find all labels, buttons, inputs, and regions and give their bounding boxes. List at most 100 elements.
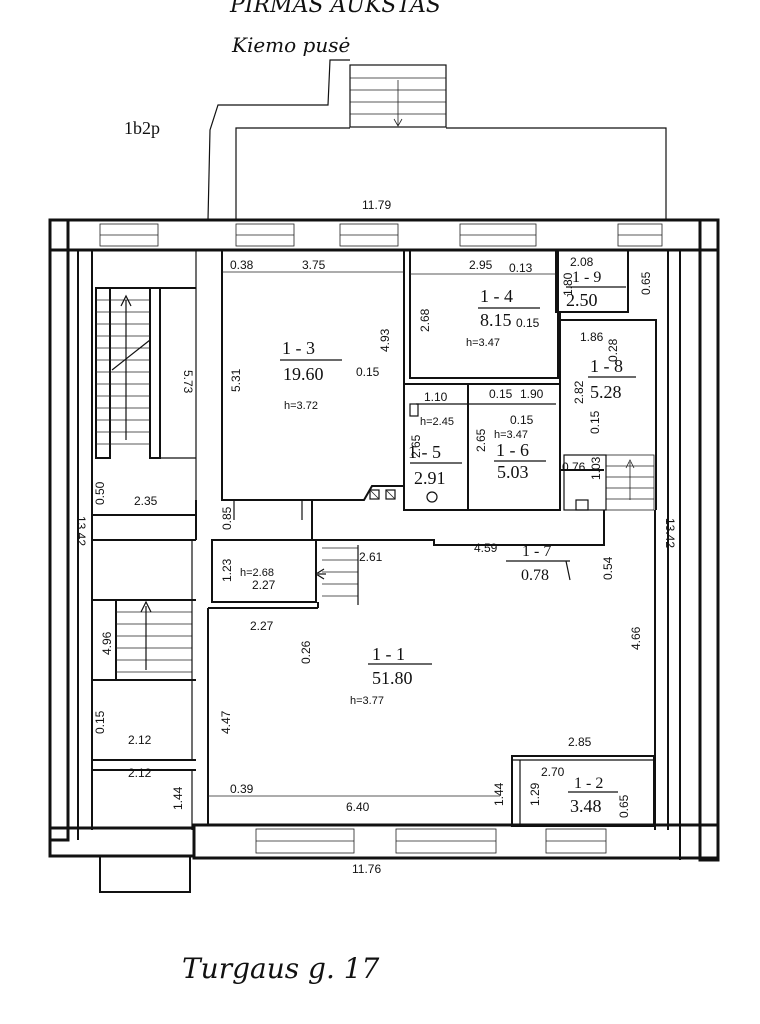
dim-label: 0.38: [230, 258, 254, 272]
dim-label: 0.15: [588, 410, 602, 434]
dim-label: 1.29: [528, 782, 542, 806]
dim-label: 1.10: [424, 390, 448, 404]
entrance-stairs: [349, 64, 447, 128]
room-height: h=2.45: [420, 416, 454, 428]
dim-label: 0.65: [639, 271, 653, 295]
room-id: 1 - 9: [572, 269, 601, 286]
dim-label: 1.23: [220, 558, 234, 582]
room-id: 1 - 5: [408, 442, 441, 462]
interior-walls: [195, 249, 657, 827]
courtyard-outline: [207, 59, 667, 221]
side-note: Kiemo pusė: [231, 33, 350, 57]
lower-stairwell: [91, 540, 196, 830]
dim-label: 4.66: [629, 626, 643, 650]
dim-label: 13.42: [74, 516, 88, 546]
dim-label: 0.50: [93, 481, 107, 505]
room-id: 1 - 2: [574, 775, 603, 792]
dim-label: 2.08: [570, 255, 594, 269]
room-1-4: 1 - 4 8.15 h=3.47: [466, 286, 540, 349]
bottom-windows: [255, 828, 607, 854]
dim-label: 0.15: [489, 387, 513, 401]
dim-label: 2.12: [128, 766, 152, 780]
dim-label: 0.28: [606, 338, 620, 362]
dim-label: 0.65: [617, 794, 631, 818]
room-area: 8.15: [480, 310, 512, 330]
room-1-2: 1 - 2 3.48: [568, 775, 618, 816]
room-id: 1 - 1: [372, 644, 405, 664]
dimension-labels: 11.79 0.38 3.75 2.95 0.13 2.08 0.65 1.80…: [74, 198, 677, 876]
room-1-7: 1 - 7 0.78: [506, 543, 571, 584]
dim-label: 2.65: [474, 428, 488, 452]
room-id: 1 - 4: [480, 286, 513, 306]
room-1-1: 1 - 1 51.80 h=3.77: [350, 644, 432, 707]
room-area: 2.91: [414, 468, 446, 488]
dim-label: 0.15: [356, 365, 380, 379]
dim-label: 0.85: [220, 506, 234, 530]
room-height: h=3.77: [350, 695, 384, 707]
dim-label: 5.73: [181, 370, 195, 394]
room-1-5: 1 - 5 2.91 h=2.45: [408, 416, 462, 488]
plan-code: 1b2p: [124, 118, 160, 138]
dim-label: 0.15: [516, 316, 540, 330]
room-height: h=3.47: [494, 429, 528, 441]
dim-label: 2.35: [134, 494, 158, 508]
dim-label: 13.42: [663, 518, 677, 548]
dim-label: 0.15: [510, 413, 534, 427]
dim-label: 2.85: [568, 735, 592, 749]
dim-label: 1.90: [520, 387, 544, 401]
dim-label: 3.75: [302, 258, 326, 272]
room-1-9: 1 - 9 2.50: [566, 269, 626, 310]
dim-label: 1.03: [589, 456, 603, 480]
room-id: 1 - 6: [496, 440, 529, 460]
dim-label: 0.39: [230, 782, 254, 796]
room-1-8: 1 - 8 5.28: [588, 356, 636, 402]
room-area: 5.03: [497, 462, 529, 482]
room-area: 3.48: [570, 796, 602, 816]
room-height: h=3.47: [466, 337, 500, 349]
dim-label: 6.40: [346, 800, 370, 814]
dim-label: 2.27: [252, 578, 276, 592]
dim-label: 2.27: [250, 619, 274, 633]
dim-label: 1.86: [580, 330, 604, 344]
room-area: 19.60: [283, 364, 324, 384]
top-windows: [99, 223, 663, 247]
dim-label: 4.59: [474, 541, 498, 555]
dim-label: 11.76: [352, 862, 381, 876]
dim-label: 1.44: [171, 786, 185, 810]
upper-stairwell: [92, 250, 197, 541]
room-area: 0.78: [521, 567, 549, 584]
floor-title: PIRMAS AUKŠTAS: [229, 0, 441, 18]
stair-height: h=2.68: [240, 567, 274, 579]
dim-label: 4.96: [100, 631, 114, 655]
dim-label: 0.76: [562, 460, 586, 474]
dim-label: 2.82: [572, 380, 586, 404]
room-1-3: 1 - 3 19.60 h=3.72: [280, 338, 342, 412]
dim-label: 1.80: [561, 272, 575, 296]
room-1-6: 1 - 6 5.03 h=3.47: [494, 429, 546, 482]
dim-label: 0.26: [299, 640, 313, 664]
room-id: 1 - 7: [522, 543, 551, 560]
dim-label: 4.47: [219, 710, 233, 734]
dim-label: 1.44: [492, 782, 506, 806]
dim-label: 0.54: [601, 556, 615, 580]
dim-label: 2.61: [359, 550, 383, 564]
dim-label: 4.93: [378, 328, 392, 352]
room-area: 2.50: [566, 290, 598, 310]
address: Turgaus g. 17: [182, 952, 380, 985]
room-area: 51.80: [372, 668, 413, 688]
exterior-walls: [48, 218, 720, 893]
dim-label: 2.12: [128, 733, 152, 747]
dim-label: 2.95: [469, 258, 493, 272]
room-id: 1 - 3: [282, 338, 315, 358]
dim-label: 11.79: [362, 198, 391, 212]
room-id: 1 - 8: [590, 356, 623, 376]
dim-label: 2.65: [409, 434, 423, 458]
dim-label: 0.15: [93, 710, 107, 734]
room-height: h=3.72: [284, 400, 318, 412]
dim-label: 5.31: [229, 368, 243, 392]
room-area: 5.28: [590, 382, 622, 402]
dim-label: 0.13: [509, 261, 533, 275]
dim-label: 2.68: [418, 308, 432, 332]
